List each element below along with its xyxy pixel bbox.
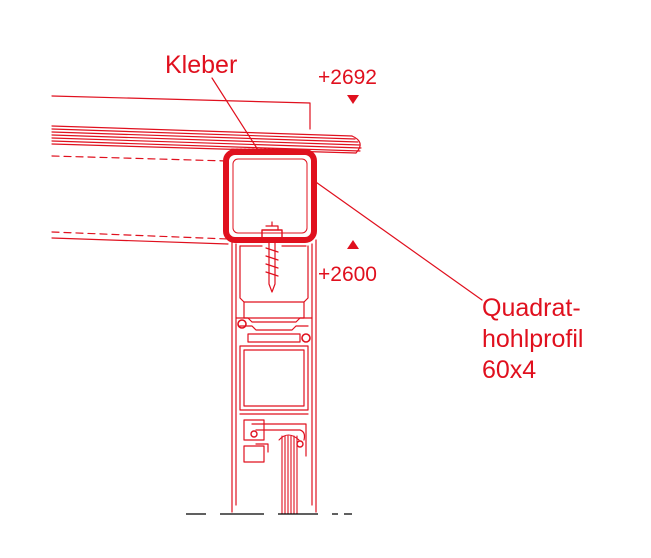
profile-label-line3: 60x4: [482, 356, 536, 384]
ceiling-panel: [51, 125, 362, 154]
square-hollow-profile: [223, 149, 317, 243]
soffit-line: [51, 237, 229, 245]
elevation-top-label: +2692: [318, 66, 377, 89]
leader-kleber: [211, 77, 259, 151]
hidden-line-upper: [51, 155, 229, 162]
glass-pane: [278, 434, 300, 515]
screw-icon: [261, 221, 283, 293]
triangle-up-icon: [347, 240, 359, 249]
triangle-down-icon: [347, 95, 359, 104]
hidden-line-lower: [51, 231, 229, 240]
frame-profile: [231, 239, 317, 513]
label-kleber: Kleber: [165, 51, 237, 79]
elevation-bottom-label: +2600: [318, 263, 377, 286]
roof-outline: [51, 95, 311, 130]
profile-label-line1: Quadrat-: [482, 294, 581, 322]
profile-label-line2: hohlprofil: [482, 325, 583, 353]
leader-profile: [312, 179, 483, 301]
